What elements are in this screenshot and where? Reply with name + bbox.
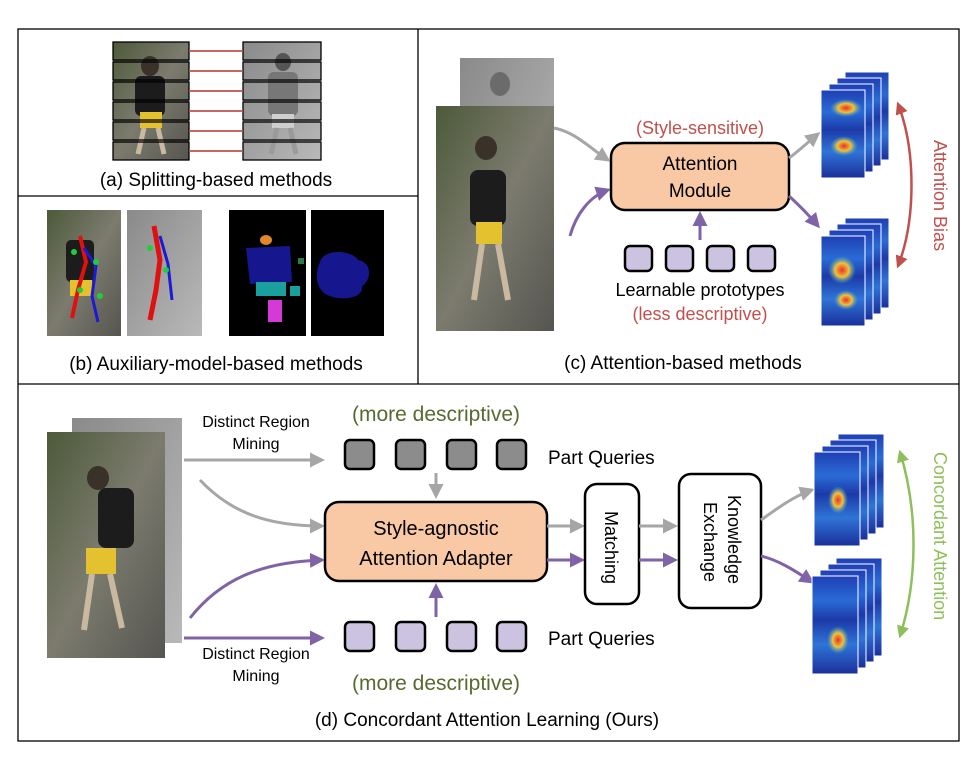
part-query-top-3 bbox=[445, 438, 478, 471]
learnable-prototypes-label: Learnable prototypes bbox=[615, 280, 784, 300]
segmentation-map-gray bbox=[311, 210, 384, 336]
gray-input-arrow bbox=[553, 126, 611, 162]
segmentation-map-color bbox=[229, 210, 306, 336]
pose-image-color bbox=[47, 210, 121, 336]
purple-output-arrow bbox=[787, 194, 820, 229]
stripe-match-lines bbox=[189, 50, 243, 152]
part-query-bottom-3 bbox=[445, 620, 478, 653]
learnable-prototypes bbox=[623, 244, 777, 273]
input-image-color bbox=[436, 106, 554, 331]
adapter-line2: Attention Adapter bbox=[359, 548, 513, 570]
concordant-attention-label: Concordant Attention bbox=[930, 452, 950, 620]
caption-b: (b) Auxiliary-model-based methods bbox=[69, 354, 363, 375]
part-query-bottom-1 bbox=[343, 620, 376, 653]
exchange-purple-output bbox=[760, 554, 815, 584]
attention-maps-bottom-d bbox=[811, 557, 883, 675]
prototype-1 bbox=[623, 244, 654, 273]
panel-d: Distinct Region Mining Distinct Region M… bbox=[47, 403, 950, 731]
prototype-2 bbox=[664, 244, 695, 273]
concordant-attention-arc bbox=[896, 449, 915, 639]
attention-bias-label: Attention Bias bbox=[930, 140, 950, 251]
drm-bottom-line1: Distinct Region bbox=[202, 646, 310, 663]
adapter-line1: Style-agnostic bbox=[373, 518, 499, 540]
attention-maps-top bbox=[820, 71, 890, 179]
knowledge-line2: Exchange bbox=[700, 502, 720, 582]
caption-a: (a) Splitting-based methods bbox=[100, 170, 332, 191]
part-queries-top-label: Part Queries bbox=[548, 448, 655, 469]
caption-d: (d) Concordant Attention Learning (Ours) bbox=[315, 710, 659, 731]
purple-to-adapter-arrow bbox=[188, 552, 325, 619]
part-query-top-2 bbox=[394, 438, 427, 471]
part-query-bottom-2 bbox=[394, 620, 427, 653]
drm-top-line1: Distinct Region bbox=[202, 414, 310, 431]
matching-block bbox=[583, 482, 641, 606]
panel-frames bbox=[17, 28, 960, 742]
part-queries-bottom bbox=[343, 620, 528, 653]
matching-label: Matching bbox=[601, 511, 621, 584]
knowledge-line1: Knowledge bbox=[724, 495, 744, 584]
attention-bias-arc bbox=[895, 101, 913, 269]
panel-b: (b) Auxiliary-model-based methods bbox=[47, 210, 384, 375]
prototype-4 bbox=[746, 244, 777, 273]
prototype-3 bbox=[705, 244, 736, 273]
less-descriptive-label: (less descriptive) bbox=[632, 304, 767, 324]
attention-module-line2: Module bbox=[669, 181, 731, 202]
part-queries-top bbox=[343, 438, 528, 471]
purple-input-arrow bbox=[568, 186, 611, 237]
panel-a: (a) Splitting-based methods bbox=[100, 41, 332, 191]
drm-top-line2: Mining bbox=[232, 436, 279, 453]
attention-adapter bbox=[323, 500, 549, 583]
more-descriptive-bottom: (more descriptive) bbox=[352, 672, 520, 695]
more-descriptive-top: (more descriptive) bbox=[352, 403, 520, 426]
knowledge-exchange-block bbox=[677, 472, 763, 610]
part-query-top-4 bbox=[495, 438, 528, 471]
caption-c: (c) Attention-based methods bbox=[564, 353, 802, 374]
attention-maps-bottom bbox=[820, 217, 890, 327]
part-query-bottom-4 bbox=[495, 620, 528, 653]
pose-image-gray bbox=[127, 210, 202, 336]
exchange-gray-output bbox=[760, 486, 815, 522]
style-sensitive-label: (Style-sensitive) bbox=[636, 118, 764, 138]
part-query-top-1 bbox=[343, 438, 376, 471]
attention-module-line1: Attention bbox=[663, 154, 738, 175]
attention-maps-top-d bbox=[813, 433, 885, 547]
attention-module bbox=[609, 141, 791, 212]
part-queries-bottom-label: Part Queries bbox=[548, 629, 655, 650]
input-image-color-d bbox=[47, 432, 165, 658]
gray-to-adapter-arrow bbox=[198, 478, 325, 534]
drm-bottom-line2: Mining bbox=[232, 668, 279, 685]
gray-output-arrow bbox=[788, 132, 821, 160]
panel-c: (Style-sensitive) Attention Module Learn… bbox=[436, 58, 950, 374]
